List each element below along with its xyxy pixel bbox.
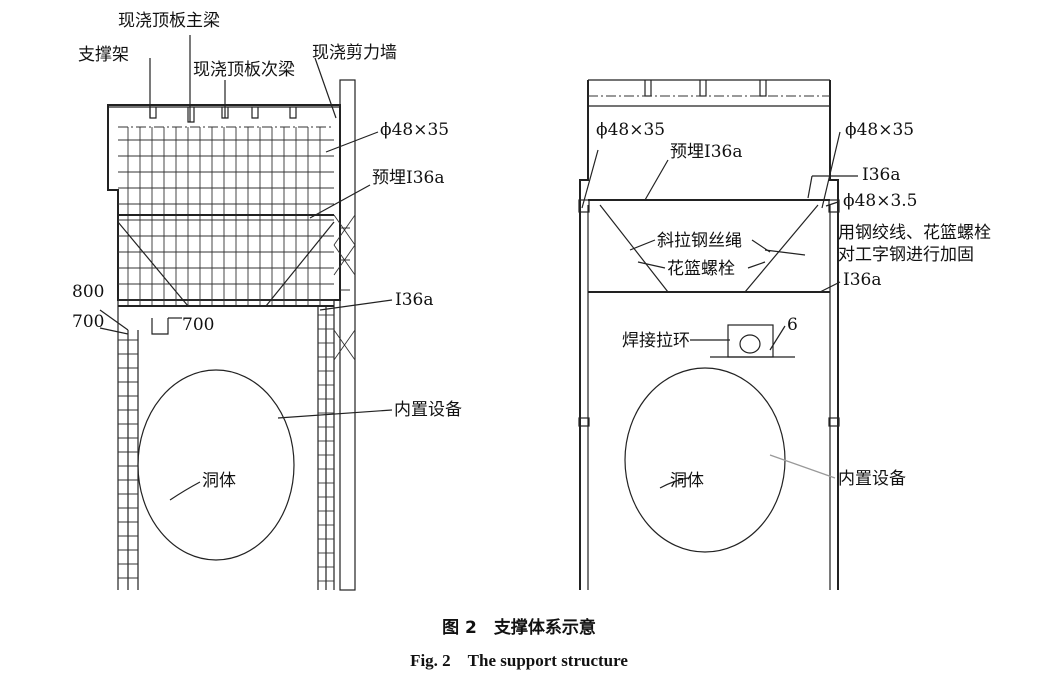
label-pipe-right: ϕ48×35 [845,120,914,140]
label-cable-note-2: 对工字钢进行加固 [838,245,974,265]
leader-i36a [319,299,393,311]
leader-cavity-right [659,477,689,489]
label-equipment: 内置设备 [394,400,462,420]
leader-turnbuckle-r [747,261,766,269]
label-weld-ring: 焊接拉环 [622,331,690,351]
left-wall-bracing [333,214,356,361]
right-post-cap-right [828,199,840,213]
right-outer-walls [579,80,839,590]
leader-diagonal-cable-l [629,239,656,251]
left-diagram: 现浇顶板主梁 支撑架 现浇顶板次梁 现浇剪力墙 ϕ48×35 预埋I36a 80… [72,11,462,591]
label-main-beam: 现浇顶板主梁 [118,11,220,31]
label-diagonal-cable: 斜拉钢丝绳 [657,231,742,251]
label-embedded-beam: 预埋I36a [372,168,444,188]
leader-pipe-lower [825,201,839,207]
left-beam-stub-4 [251,107,259,119]
left-shear-wall [339,79,356,591]
label-embedded-right: 预埋I36a [670,142,742,162]
leader-bottom-beam [819,281,841,293]
label-cavity: 洞体 [202,471,236,491]
label-secondary-beam: 现浇顶板次梁 [193,60,295,80]
label-cavity-right: 洞体 [670,471,704,491]
left-column-ledgers [118,339,138,579]
label-dim-800: 800 [72,282,104,302]
leader-pipe-left [581,149,599,209]
label-pipe-spec: ϕ48×35 [380,120,449,140]
leader-embedded-beam [309,184,371,219]
label-support-frame: 支撑架 [78,45,129,65]
right-post-joint-left [578,417,590,427]
leader-equipment [277,409,393,419]
leader-shear-wall [314,57,337,119]
right-column-ledgers [318,314,334,582]
label-dim-6: 6 [787,315,798,335]
label-dim-700-right: 700 [182,315,214,335]
leader-embedded-right [644,159,669,201]
label-i36a: I36a [395,290,433,310]
left-brace-right [265,221,335,307]
leader-equipment-right [769,454,836,479]
right-cable-right [744,204,819,293]
caption-cn: 图 2 支撑体系示意 [442,617,596,638]
left-dim-marks [99,309,169,335]
leader-top-beam-drop [807,175,813,199]
leader-pipe-spec [325,131,379,153]
weld-ring-plate [727,324,774,358]
label-top-beam: I36a [862,165,900,185]
left-wall-ties [340,227,350,291]
leader-pipe-right [821,131,841,209]
label-pipe-lower: ϕ48×3.5 [843,191,918,211]
leader-turnbuckle-l [637,261,666,269]
leader-dim-6 [769,325,786,351]
right-post-joint-right [828,417,840,427]
leader-diagonal-cable-r [751,239,771,253]
left-beam-stub-2 [187,107,195,123]
caption-en: Fig. 2 The support structure [410,651,628,670]
leader-cavity [169,481,201,501]
label-pipe-left: ϕ48×35 [596,120,665,140]
label-bottom-beam: I36a [843,270,881,290]
right-equipment-ellipse [624,367,786,553]
leader-cable-note [764,249,806,256]
label-shear-wall: 现浇剪力墙 [312,43,397,63]
weld-ring [739,334,761,354]
left-beam-stub-1 [149,107,157,119]
left-equipment-ellipse [137,369,295,561]
label-turnbuckle: 花篮螺栓 [667,259,735,279]
left-beam-stub-5 [289,107,297,119]
right-diagram: ϕ48×35 ϕ48×35 预埋I36a I36a ϕ48×3.5 用钢绞线、花… [578,79,991,590]
left-scaffold-grid [118,127,334,306]
right-beam-stubs [644,80,767,97]
label-cable-note-1: 用钢绞线、花篮螺栓 [838,223,991,243]
label-dim-700-left: 700 [72,312,104,332]
label-equipment-right: 内置设备 [838,469,906,489]
left-brace-left [117,221,189,307]
